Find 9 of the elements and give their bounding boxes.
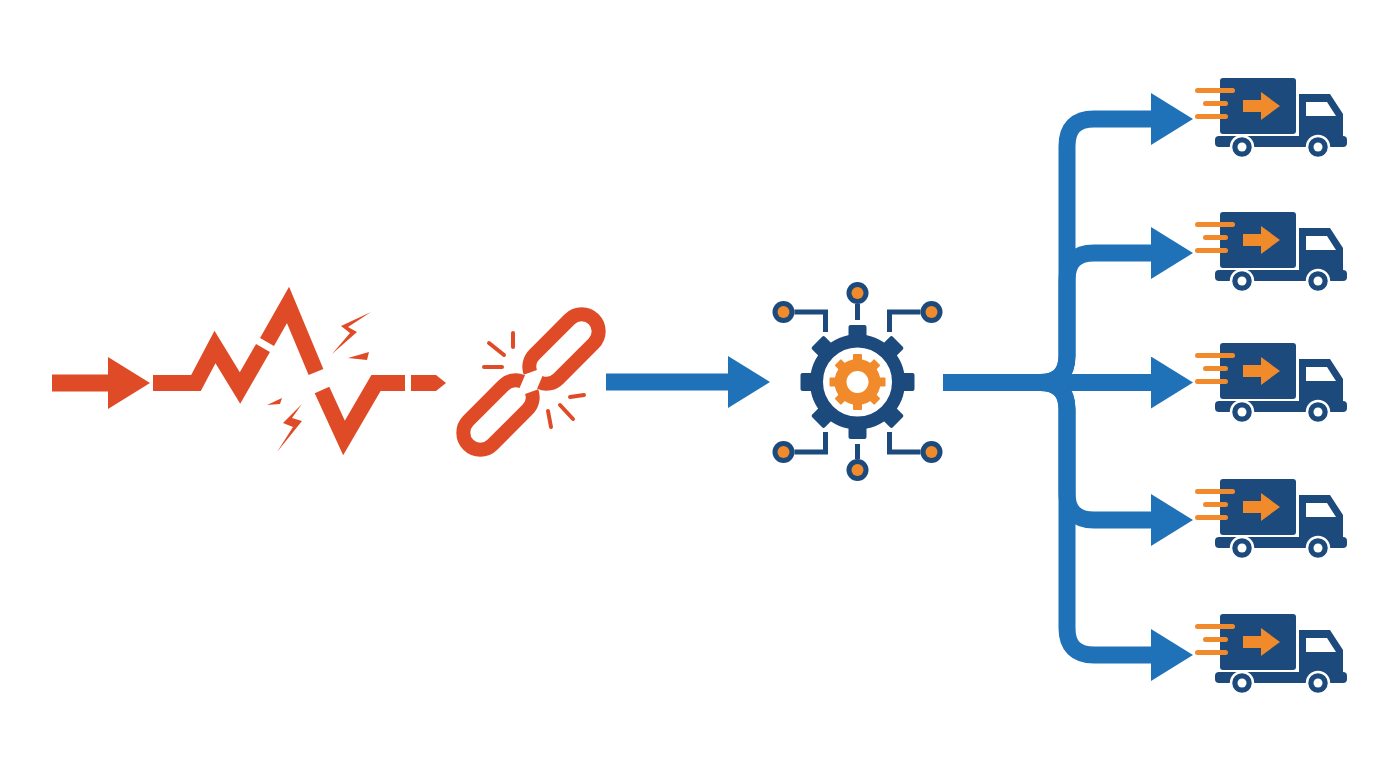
truck-icon [1195,78,1347,160]
arrow [52,357,150,409]
truck-icon [1195,614,1347,696]
broken-chain-icon [456,307,606,457]
gear-circuit-icon [772,282,943,483]
truck-icon [1195,343,1347,425]
truck-icon [1195,479,1347,561]
truck-icon [1195,212,1347,294]
arrow [606,356,770,408]
